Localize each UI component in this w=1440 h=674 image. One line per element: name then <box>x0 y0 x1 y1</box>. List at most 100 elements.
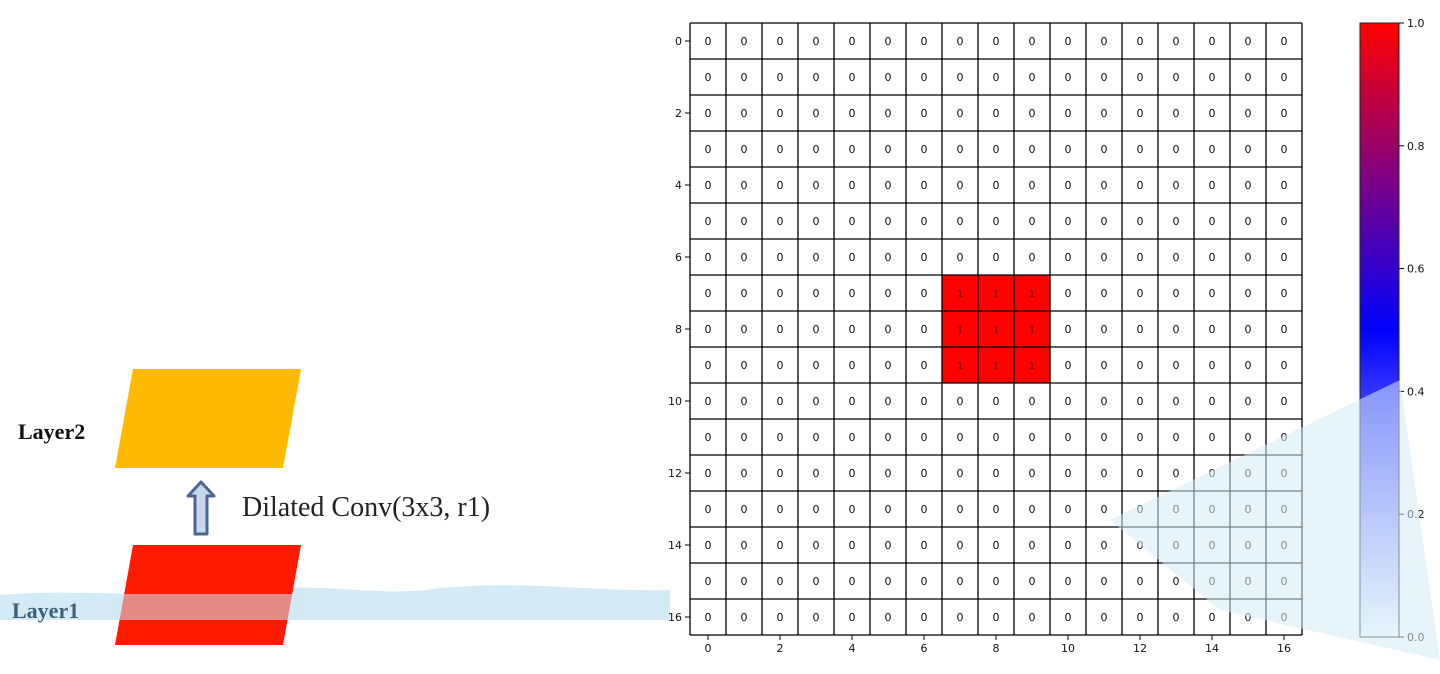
heatmap-cell <box>942 203 978 239</box>
cell-value-label: 0 <box>1281 323 1288 336</box>
cell-value-label: 0 <box>993 35 1000 48</box>
heatmap-cell <box>1086 275 1122 311</box>
cell-value-label: 0 <box>921 575 928 588</box>
heatmap-cell <box>906 347 942 383</box>
cell-value-label: 0 <box>813 215 820 228</box>
cell-value-label: 0 <box>741 323 748 336</box>
cell-value-label: 0 <box>1065 359 1072 372</box>
heatmap-cell <box>726 455 762 491</box>
heatmap-cell <box>762 347 798 383</box>
cell-value-label: 0 <box>1173 323 1180 336</box>
heatmap-cell <box>798 347 834 383</box>
heatmap-cell <box>834 311 870 347</box>
y-tick-label: 2 <box>675 107 682 120</box>
heatmap-cell <box>978 59 1014 95</box>
heatmap-cell <box>1050 563 1086 599</box>
heatmap-cell <box>1266 95 1302 131</box>
heatmap-cell <box>1230 275 1266 311</box>
cell-value-label: 0 <box>1065 71 1072 84</box>
cell-value-label: 0 <box>1281 467 1288 480</box>
cell-value-label: 0 <box>1137 611 1144 624</box>
heatmap-cell <box>1122 275 1158 311</box>
heatmap-cell <box>762 203 798 239</box>
heatmap-cell <box>978 311 1014 347</box>
operation-label: Dilated Conv(3x3, r1) <box>242 492 491 523</box>
cell-value-label: 0 <box>1281 539 1288 552</box>
heatmap-cell <box>906 131 942 167</box>
heatmap-cell <box>1266 239 1302 275</box>
heatmap-cell <box>798 383 834 419</box>
heatmap-cell <box>870 167 906 203</box>
cell-value-label: 0 <box>705 323 712 336</box>
heatmap-cell <box>1050 239 1086 275</box>
heatmap-cell <box>1086 23 1122 59</box>
cell-value-label: 0 <box>1137 287 1144 300</box>
cell-value-label: 0 <box>993 71 1000 84</box>
heatmap-cell <box>942 59 978 95</box>
cell-value-label: 0 <box>1101 539 1108 552</box>
heatmap-cell <box>834 95 870 131</box>
cell-value-label: 0 <box>957 575 964 588</box>
heatmap-cell <box>978 599 1014 635</box>
cell-value-label: 0 <box>705 575 712 588</box>
cell-value-label: 0 <box>957 35 964 48</box>
heatmap-cell <box>942 275 978 311</box>
cell-value-label: 0 <box>813 503 820 516</box>
heatmap-cell <box>798 527 834 563</box>
heatmap-cell <box>1266 59 1302 95</box>
heatmap-cell <box>690 491 726 527</box>
heatmap-cell <box>1230 131 1266 167</box>
heatmap-cell <box>1158 347 1194 383</box>
cell-value-label: 0 <box>921 503 928 516</box>
heatmap-cell <box>834 527 870 563</box>
cell-value-label: 0 <box>885 467 892 480</box>
heatmap-cell <box>942 491 978 527</box>
x-tick-label: 8 <box>993 642 1000 655</box>
cell-value-label: 0 <box>921 71 928 84</box>
cell-value-label: 0 <box>1281 71 1288 84</box>
heatmap-cell <box>1050 59 1086 95</box>
cell-value-label: 0 <box>1245 143 1252 156</box>
cell-value-label: 0 <box>849 503 856 516</box>
heatmap-cell <box>1122 239 1158 275</box>
cell-value-label: 0 <box>993 575 1000 588</box>
heatmap-cell <box>726 59 762 95</box>
cell-value-label: 0 <box>1065 287 1072 300</box>
cell-value-label: 0 <box>1173 395 1180 408</box>
cell-value-label: 0 <box>705 71 712 84</box>
heatmap-cell <box>978 383 1014 419</box>
heatmap-chart: 0 0 0 0 0 0 0 0 0 0 0 0 0 0 0 0 0 0 0 0 0 0 0 0 0 0 0 0 0 0 0 0 0 0 0 0 0 0 0 0… <box>668 22 1303 655</box>
heatmap-cell <box>1194 311 1230 347</box>
cell-value-label: 0 <box>1137 395 1144 408</box>
heatmap-cell <box>870 599 906 635</box>
heatmap-cell <box>1014 23 1050 59</box>
cell-value-label: 0 <box>1209 431 1216 444</box>
cell-value-label: 0 <box>1245 215 1252 228</box>
cell-value-label: 0 <box>957 539 964 552</box>
heatmap-cell <box>906 563 942 599</box>
y-tick-label: 8 <box>675 323 682 336</box>
cell-value-label: 0 <box>921 467 928 480</box>
cell-value-label: 0 <box>741 71 748 84</box>
cell-value-label: 0 <box>741 539 748 552</box>
cell-value-label: 0 <box>1137 107 1144 120</box>
heatmap-cell <box>798 167 834 203</box>
cell-value-label: 0 <box>1101 359 1108 372</box>
heatmap-cell <box>870 419 906 455</box>
cell-value-label: 0 <box>813 107 820 120</box>
heatmap-cell <box>834 491 870 527</box>
cell-value-label: 0 <box>849 575 856 588</box>
cell-value-label: 0 <box>705 503 712 516</box>
heatmap-cell <box>834 599 870 635</box>
heatmap-cell <box>1158 203 1194 239</box>
cell-value-label: 0 <box>1137 323 1144 336</box>
cell-value-label: 0 <box>1209 215 1216 228</box>
cell-value-label: 0 <box>1137 71 1144 84</box>
cell-value-label: 0 <box>1173 107 1180 120</box>
heatmap-cell <box>690 23 726 59</box>
heatmap-cell <box>978 563 1014 599</box>
heatmap-cell <box>690 347 726 383</box>
cell-value-label: 0 <box>1065 215 1072 228</box>
cell-value-label: 0 <box>705 107 712 120</box>
heatmap-cell <box>1194 275 1230 311</box>
